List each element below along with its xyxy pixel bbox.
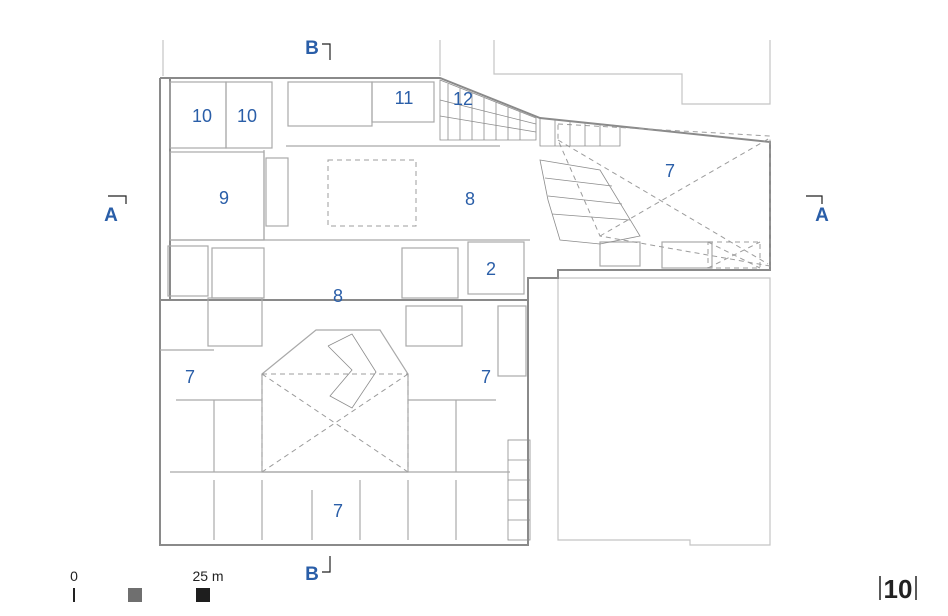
room-label: 7 bbox=[185, 367, 195, 387]
section-marker-b-top: B bbox=[305, 38, 319, 59]
section-marker-b-bottom: B bbox=[305, 564, 319, 585]
room-label: 12 bbox=[453, 89, 473, 109]
page-number-box: 10 bbox=[879, 574, 917, 604]
context-buildings bbox=[162, 40, 771, 546]
page-number: 10 bbox=[884, 574, 913, 604]
section-marker-a-right: A bbox=[815, 205, 829, 226]
room-label: 11 bbox=[395, 88, 414, 108]
room-label: 2 bbox=[486, 259, 496, 279]
room-label: 8 bbox=[333, 286, 343, 306]
room-label: 8 bbox=[465, 189, 475, 209]
void-outlines bbox=[327, 123, 771, 269]
section-marker-a-left: A bbox=[104, 205, 118, 226]
room-labels: 10 10 11 12 9 8 8 7 2 7 7 7 bbox=[185, 88, 675, 521]
scale-segment-mid bbox=[128, 588, 142, 602]
stair-hatching bbox=[439, 79, 641, 541]
room-label: 7 bbox=[333, 501, 343, 521]
room-label: 10 bbox=[237, 106, 257, 126]
scale-start-label: 0 bbox=[70, 568, 78, 584]
room-label: 9 bbox=[219, 188, 229, 208]
room-label: 10 bbox=[192, 106, 212, 126]
scale-end-label: 25 m bbox=[192, 568, 223, 584]
section-markers: B B A A bbox=[104, 38, 829, 585]
scale-segment-end bbox=[196, 588, 210, 602]
upper-wing-walls bbox=[167, 81, 713, 299]
scale-bar: 0 25 m bbox=[70, 568, 224, 602]
lower-level-walls bbox=[160, 297, 527, 540]
room-label: 7 bbox=[481, 367, 491, 387]
room-label: 7 bbox=[665, 161, 675, 181]
